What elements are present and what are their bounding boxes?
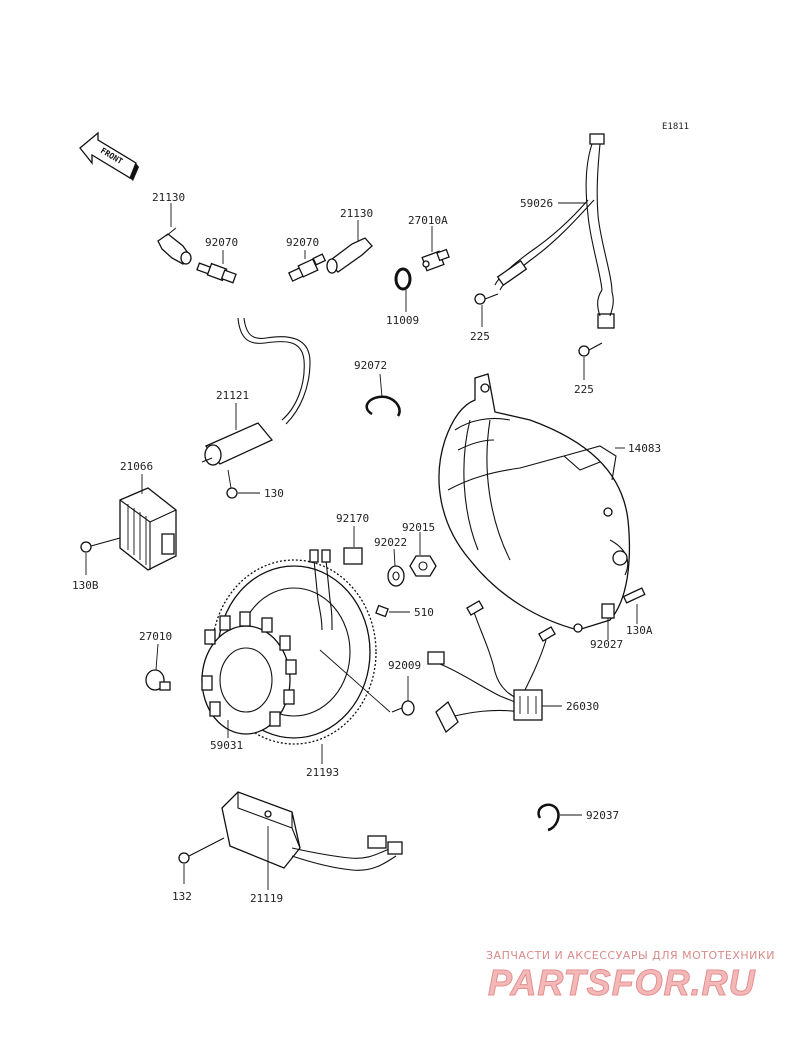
part-label-92022: 92022 bbox=[374, 536, 407, 549]
screw-225-lower[interactable] bbox=[578, 342, 603, 357]
spark-plug-left[interactable] bbox=[196, 262, 237, 284]
part-label-21130: 21130 bbox=[152, 191, 185, 204]
oil-switch[interactable] bbox=[421, 248, 450, 272]
part-label-27010: 27010 bbox=[139, 630, 172, 643]
collar-92027[interactable] bbox=[601, 603, 615, 619]
ignition-coil[interactable] bbox=[201, 317, 311, 466]
spark-plug-right[interactable] bbox=[288, 253, 327, 282]
clamp-92037[interactable] bbox=[537, 803, 560, 832]
bolt-92009[interactable] bbox=[391, 700, 415, 716]
front-arrow-icon: FRONT bbox=[79, 131, 139, 181]
stator-leads[interactable] bbox=[309, 549, 333, 631]
part-label-92070: 92070 bbox=[205, 236, 238, 249]
part-label-59026: 59026 bbox=[520, 197, 553, 210]
regulator-rectifier[interactable] bbox=[119, 487, 177, 571]
part-label-225: 225 bbox=[574, 383, 594, 396]
part-label-132: 132 bbox=[172, 890, 192, 903]
part-label-130b: 130B bbox=[72, 579, 99, 592]
part-label-130a: 130A bbox=[626, 624, 653, 637]
part-label-21119: 21119 bbox=[250, 892, 283, 905]
bolt-130a[interactable] bbox=[622, 587, 646, 604]
part-label-510: 510 bbox=[414, 606, 434, 619]
part-label-225: 225 bbox=[470, 330, 490, 343]
oil-level-switch-27010[interactable] bbox=[145, 669, 171, 691]
part-label-21066: 21066 bbox=[120, 460, 153, 473]
sub-harness[interactable] bbox=[427, 600, 556, 734]
grommet-92170[interactable] bbox=[343, 547, 363, 565]
cdi-unit[interactable] bbox=[221, 791, 403, 871]
part-label-59031: 59031 bbox=[210, 739, 243, 752]
nut-92015[interactable] bbox=[409, 555, 437, 577]
part-label-27010a: 27010A bbox=[408, 214, 448, 227]
part-label-21121: 21121 bbox=[216, 389, 249, 402]
part-label-92070: 92070 bbox=[286, 236, 319, 249]
part-label-92170: 92170 bbox=[336, 512, 369, 525]
part-label-130: 130 bbox=[264, 487, 284, 500]
part-label-26030: 26030 bbox=[566, 700, 599, 713]
circlip[interactable] bbox=[365, 395, 401, 417]
part-label-92015: 92015 bbox=[402, 521, 435, 534]
part-label-92027: 92027 bbox=[590, 638, 623, 651]
part-label-92037: 92037 bbox=[586, 809, 619, 822]
plug-cap-right[interactable] bbox=[326, 237, 373, 274]
part-label-11009: 11009 bbox=[386, 314, 419, 327]
diagram-code: E1811 bbox=[662, 122, 689, 132]
key-510[interactable] bbox=[375, 604, 389, 618]
screw-132[interactable] bbox=[178, 837, 225, 864]
part-label-21130: 21130 bbox=[340, 207, 373, 220]
o-ring[interactable] bbox=[394, 267, 412, 291]
stator[interactable] bbox=[201, 611, 297, 735]
part-label-21193: 21193 bbox=[306, 766, 339, 779]
washer-92022[interactable] bbox=[387, 565, 405, 587]
wire-lead[interactable] bbox=[494, 133, 615, 329]
part-label-92072: 92072 bbox=[354, 359, 387, 372]
watermark-brand: PARTSFOR.RU bbox=[488, 962, 756, 1004]
part-label-14083: 14083 bbox=[628, 442, 661, 455]
screw-225-upper[interactable] bbox=[474, 293, 499, 305]
plug-cap-left[interactable] bbox=[157, 227, 192, 265]
screw-130b[interactable] bbox=[80, 537, 121, 553]
watermark-tagline: ЗАПЧАСТИ И АКСЕССУАРЫ ДЛЯ МОТОТЕХНИКИ bbox=[486, 949, 775, 962]
flywheel-cover[interactable] bbox=[438, 373, 631, 633]
part-label-92009: 92009 bbox=[388, 659, 421, 672]
screw-130[interactable] bbox=[226, 487, 238, 499]
